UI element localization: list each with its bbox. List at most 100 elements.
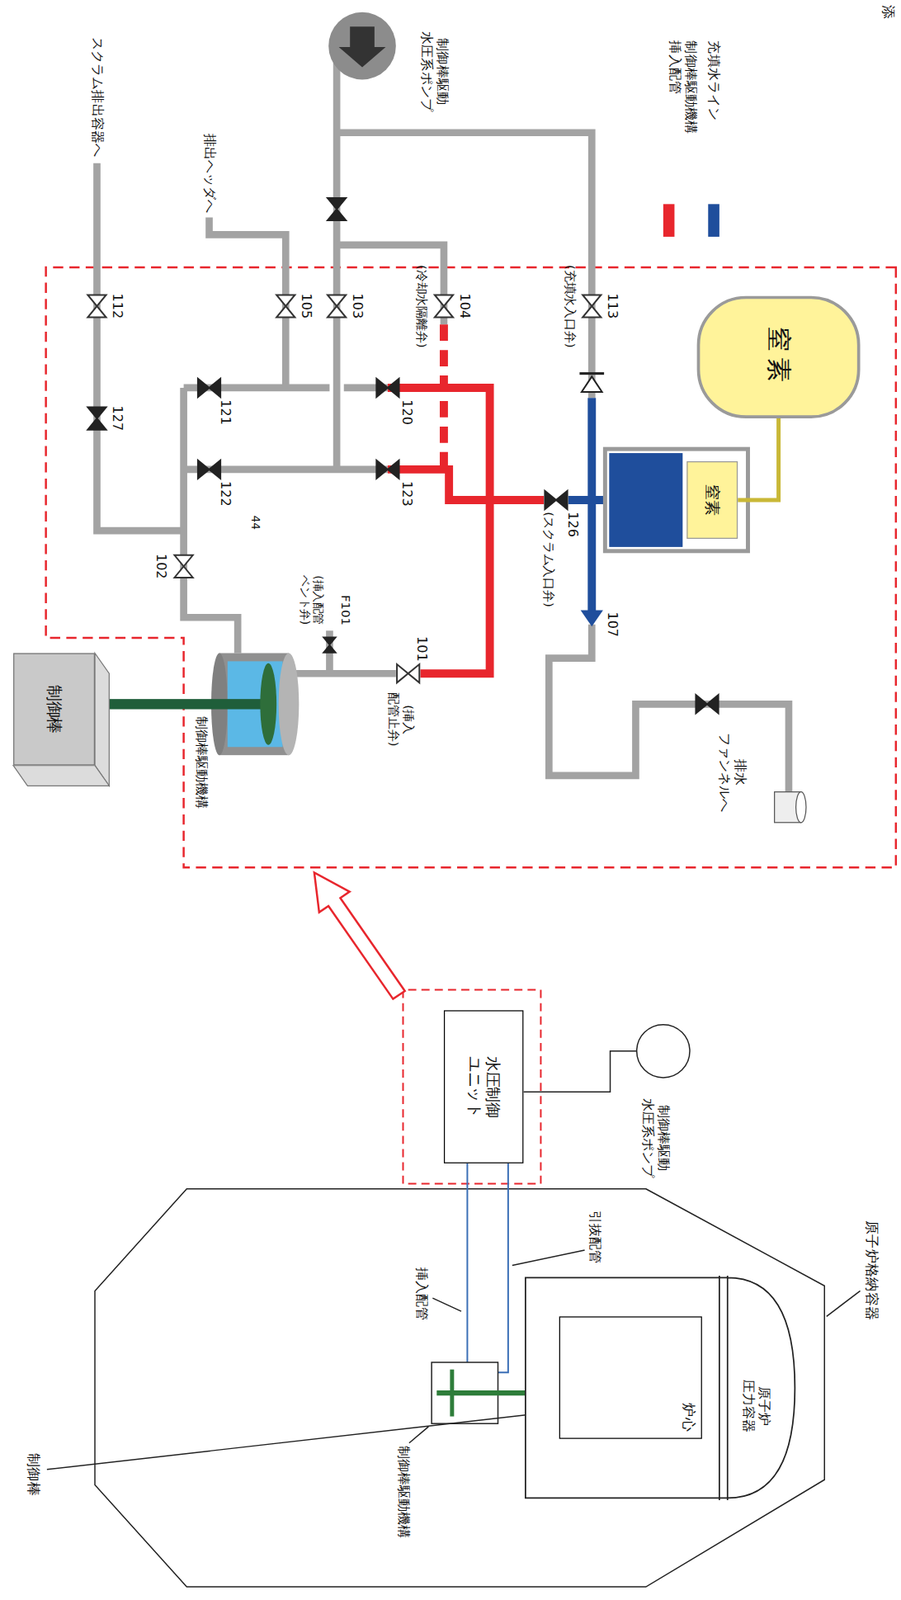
reactor-core: 炉心 xyxy=(559,1316,703,1439)
callout-number: 127 xyxy=(109,405,126,432)
node-text: 炉心 xyxy=(679,1402,698,1432)
pump-line xyxy=(523,1051,637,1092)
part-label: 制御棒駆動機構 xyxy=(193,716,209,810)
pipe xyxy=(288,669,397,678)
callout-number: 120 xyxy=(399,399,416,425)
callout-number: 103 xyxy=(349,293,365,320)
detail-boundary xyxy=(46,267,897,868)
valve-symbol xyxy=(87,198,718,714)
pipe xyxy=(96,163,184,531)
pipe xyxy=(96,46,788,793)
overview xyxy=(47,872,861,1587)
valve-symbol xyxy=(376,378,399,397)
callout-number: 122 xyxy=(217,481,234,507)
part-label: (充填水入口弁) xyxy=(562,264,578,349)
valve-symbol xyxy=(327,198,346,221)
pump-symbol xyxy=(328,12,397,81)
callout-number: 104 xyxy=(456,293,472,320)
node-text: 窒素 xyxy=(764,326,794,388)
control-rod-faces xyxy=(13,765,109,787)
check-valve xyxy=(581,376,603,392)
part-label: 制御棒駆動 水圧系ポンプ xyxy=(640,1095,673,1180)
callout-number: 113 xyxy=(604,293,621,320)
part-label: 排出ヘッダへ xyxy=(201,133,217,213)
unit-boundary xyxy=(402,990,541,1185)
callout-number: F101 xyxy=(338,594,354,626)
valve-symbol xyxy=(396,664,420,683)
insert-pipe xyxy=(387,324,544,674)
piston xyxy=(449,1369,454,1417)
withdraw-pipe xyxy=(498,1163,509,1373)
part-label: (挿入 配管止弁) xyxy=(386,686,416,752)
pump-symbol xyxy=(339,26,387,67)
check-valve xyxy=(579,372,604,375)
part-label: 制御棒駆動 水圧系ポンプ xyxy=(418,29,451,114)
pipe xyxy=(183,387,239,654)
fill-water-line xyxy=(568,495,606,505)
callout-number: 102 xyxy=(153,553,170,580)
pipe xyxy=(548,624,789,793)
part-label: 引抜配管 xyxy=(587,1210,604,1264)
fill-water-line xyxy=(568,397,606,613)
valve-symbol xyxy=(544,490,567,510)
callout-number: 107 xyxy=(604,611,621,637)
part-label: (挿入配管 ベント弁) xyxy=(297,570,326,630)
fill-water-line xyxy=(587,397,596,613)
pipe xyxy=(336,132,592,399)
valve-symbol xyxy=(276,294,295,317)
callout-number: 105 xyxy=(298,293,315,320)
control-rod-drive xyxy=(278,652,300,755)
part-label: (スクラム入口弁) xyxy=(541,511,557,607)
pipe xyxy=(209,216,287,388)
control-rod-drive xyxy=(93,698,269,709)
part-label: (冷却水隔離弁) xyxy=(414,264,430,349)
insert-pipe xyxy=(466,1163,468,1363)
part-label: スクラム排出容器へ xyxy=(89,37,105,157)
control-rod-drive xyxy=(259,663,277,746)
callout-arrow xyxy=(314,872,406,999)
node-text: 原子炉 圧力容器 xyxy=(740,1372,774,1440)
part-label: 挿入配管 xyxy=(413,1267,430,1321)
valve-symbol xyxy=(434,294,453,317)
valve-symbol xyxy=(327,294,346,317)
callout-number: 44 xyxy=(249,515,263,530)
pump-symbol xyxy=(328,12,397,81)
valve-symbol xyxy=(695,694,718,713)
valve-symbol xyxy=(198,378,221,397)
valve-symbol xyxy=(174,555,193,578)
callout-number: 121 xyxy=(217,399,234,425)
node-text: 窒素 xyxy=(702,484,722,515)
callout-number: 123 xyxy=(399,481,416,507)
vessel-outline xyxy=(525,1275,795,1501)
callout-number: 101 xyxy=(413,636,430,662)
control-rod: 制御棒 xyxy=(13,652,95,765)
hydraulic-control-unit: 水圧制御 ユニット xyxy=(443,1009,524,1164)
insert-pipe xyxy=(387,387,491,674)
valve-symbol xyxy=(323,636,337,653)
valve-107 xyxy=(580,610,604,628)
drain-funnel xyxy=(796,792,807,823)
legend-text: 充填水ライン xyxy=(705,40,722,120)
part-label: 制御棒駆動機構 xyxy=(395,1445,411,1539)
accumulator xyxy=(604,448,748,552)
part-label: 添 xyxy=(880,4,898,19)
nitrogen-tank: 窒素 xyxy=(697,296,861,419)
valve-symbol xyxy=(87,294,106,317)
accumulator xyxy=(608,452,683,548)
callout-number: 112 xyxy=(109,293,126,320)
valve-symbol xyxy=(198,460,221,479)
reactor-pressure-vessel: 原子炉 圧力容器 炉心 xyxy=(523,1275,799,1501)
accumulator xyxy=(604,448,748,552)
accumulator-nitrogen: 窒素 xyxy=(686,461,738,539)
legend-text: 制御棒駆動機構 挿入配管 xyxy=(667,40,700,137)
containment-outline xyxy=(94,1188,825,1587)
pump-symbol xyxy=(636,1024,690,1078)
legend-swatch xyxy=(663,203,675,237)
part-label: 原子炉格納容器 xyxy=(863,1220,882,1321)
node-text: 制御棒 xyxy=(44,684,65,734)
valve-symbol xyxy=(582,294,601,317)
drain-funnel xyxy=(774,792,807,823)
part-label: 排水 ファンネルへ xyxy=(717,730,750,814)
insert-pipe xyxy=(439,324,449,470)
